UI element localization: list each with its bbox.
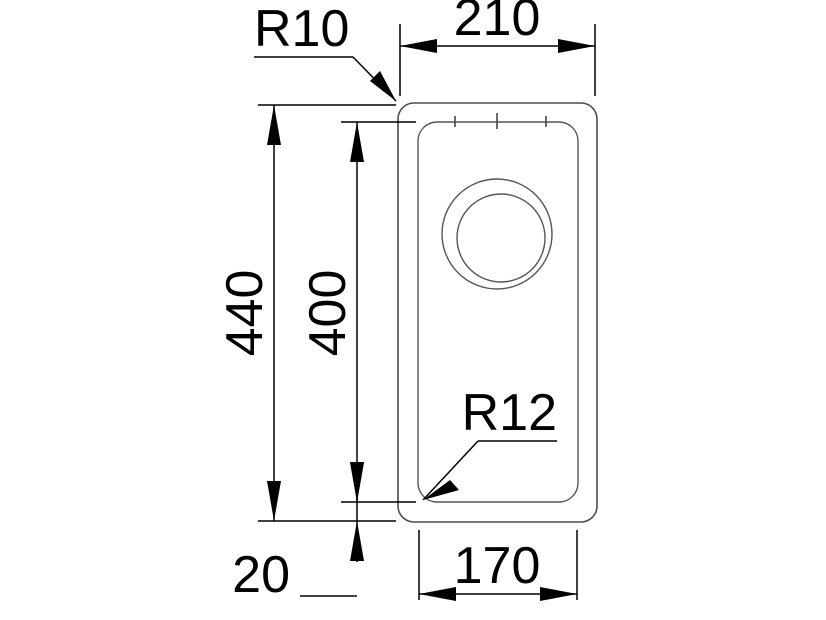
dimension-440-group: 440 bbox=[216, 104, 396, 522]
drain-inner-circle bbox=[456, 193, 546, 283]
dimension-20-group: 20 bbox=[232, 462, 364, 604]
part-geometry bbox=[397, 102, 598, 523]
arrowhead-210-left bbox=[400, 39, 437, 53]
arrowhead-170-right bbox=[540, 587, 577, 601]
tap-hole-markers bbox=[454, 113, 547, 129]
radius-label-R10: R10 bbox=[254, 0, 349, 58]
arrowhead-R10 bbox=[370, 71, 396, 101]
arrowhead-20-top bbox=[350, 462, 364, 502]
arrowhead-R12 bbox=[423, 480, 459, 500]
leader-slant-R12 bbox=[422, 440, 479, 501]
radius-callout-R10-group: R10 bbox=[254, 0, 397, 102]
inner-bowl-outline bbox=[417, 121, 579, 503]
arrowhead-170-left bbox=[419, 587, 456, 601]
dimension-label-20: 20 bbox=[232, 546, 290, 604]
radius-label-R12: R12 bbox=[462, 384, 557, 442]
dimension-label-400: 400 bbox=[299, 270, 357, 357]
dimension-label-170: 170 bbox=[454, 537, 541, 595]
dimension-170-group: 170 bbox=[418, 530, 578, 601]
radius-callout-R12-group: R12 bbox=[422, 384, 557, 501]
drain-outer-circle bbox=[441, 178, 553, 290]
dimension-210-group: 210 bbox=[399, 0, 596, 96]
dimension-label-440: 440 bbox=[216, 270, 274, 357]
dimension-label-210: 210 bbox=[454, 0, 541, 47]
arrowhead-440-top bbox=[267, 105, 281, 145]
arrowhead-440-bottom bbox=[267, 481, 281, 521]
outer-rim-outline bbox=[397, 102, 598, 523]
arrowhead-20-bottom bbox=[350, 521, 364, 561]
arrowhead-400-top bbox=[350, 122, 364, 162]
arrowhead-210-right bbox=[558, 39, 595, 53]
